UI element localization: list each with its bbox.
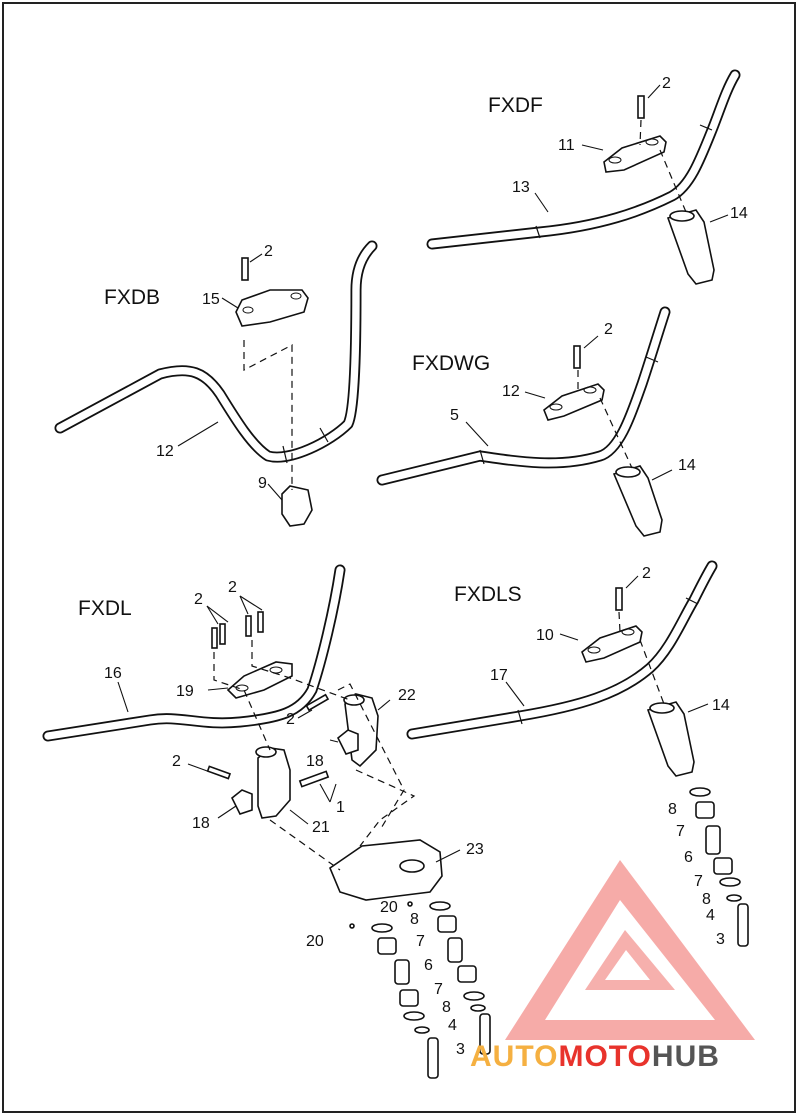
callout-fxdls-bolt: 2 [642, 565, 651, 582]
callout-fxdl-stack-6: 6 [424, 957, 433, 974]
fxdb-handlebar [54, 240, 378, 463]
fxdwg-riser [612, 465, 663, 537]
fxdl-plug-b [349, 923, 355, 929]
fxdl-bolt-c [206, 765, 232, 780]
callout-fxdls-clamp: 10 [536, 627, 554, 644]
callout-fxdb-bolt: 2 [264, 243, 273, 260]
callout-fxdls-stack-8b: 8 [702, 891, 711, 908]
callout-fxdls-riser: 14 [712, 697, 730, 714]
callout-fxdl-stack-3: 3 [456, 1041, 465, 1058]
fxdb-bolt [241, 257, 249, 281]
fxdl-riser-left [257, 747, 291, 819]
fxdl-bolt-d [305, 693, 330, 712]
callout-fxdls-stack-7b: 7 [694, 873, 703, 890]
fxdl-clamp [226, 661, 293, 699]
fxdl-cap-right [336, 729, 359, 755]
callout-fxdl-stack-8b: 8 [442, 999, 451, 1016]
callout-fxdl-stud: 1 [336, 799, 345, 816]
callout-fxdl-bar: 16 [104, 665, 122, 682]
callout-fxdls-stack-3: 3 [716, 931, 725, 948]
callout-fxdb-clamp: 15 [202, 291, 220, 308]
callout-fxdls-stack-6: 6 [684, 849, 693, 866]
callout-fxdls-stack-8a: 8 [668, 801, 677, 818]
callout-fxdf-clamp: 11 [558, 137, 575, 154]
callout-fxdl-bolt-a: 2 [194, 591, 203, 608]
fxdls-isolator-stack [689, 787, 749, 947]
callout-fxdl-stack-7a: 7 [416, 933, 425, 950]
model-label-fxdf: FXDF [488, 94, 543, 117]
model-label-fxdls: FXDLS [454, 583, 522, 606]
fxdls-bolt [615, 587, 623, 611]
fxdl-plug-a [407, 901, 413, 907]
fxdf-riser [666, 209, 715, 285]
fxdl-bolt-b [245, 615, 252, 637]
fxdf-bolt [637, 95, 645, 119]
callout-fxdl-plug-b: 20 [306, 933, 324, 950]
watermark-text: AUTOMOTOHUB [470, 1040, 720, 1073]
callout-fxdl-bolt-c: 2 [172, 753, 181, 770]
watermark-auto: AUTO [470, 1040, 558, 1073]
fxdls-clamp [581, 625, 643, 663]
fxdwg-assembly [376, 306, 673, 537]
fxdb-assembly [54, 240, 378, 527]
model-label-fxdwg: FXDWG [412, 352, 490, 375]
callout-fxdl-cap-left: 18 [192, 815, 210, 832]
callout-fxdf-bar: 13 [512, 179, 530, 196]
callout-fxdls-stack-7a: 7 [676, 823, 685, 840]
model-labels: FXDF FXDB FXDWG FXDL FXDLS [78, 94, 543, 620]
model-label-fxdb: FXDB [104, 286, 160, 309]
watermark-hub: HUB [652, 1040, 720, 1073]
callout-fxdl-riser-right: 22 [398, 687, 416, 704]
callout-fxdb-riser: 9 [258, 475, 267, 492]
callout-fxdls-bar: 17 [490, 667, 508, 684]
callout-fxdwg-clamp: 12 [502, 383, 520, 400]
watermark-logo-icon [505, 860, 755, 1040]
fxdwg-clamp [543, 383, 605, 421]
fxdf-clamp [603, 135, 667, 173]
callout-fxdl-clamp: 19 [176, 683, 194, 700]
callout-fxdf-bolt: 2 [662, 75, 671, 92]
model-label-fxdl: FXDL [78, 597, 132, 620]
fxdf-assembly [426, 69, 741, 285]
fxdl-base [329, 839, 443, 901]
fxdb-clamp [235, 289, 309, 327]
fxdl-stud [298, 770, 330, 788]
fxdl-isolator-stack [371, 901, 491, 1079]
fxdls-riser [646, 701, 695, 777]
callout-fxdl-bolt-b: 2 [228, 579, 237, 596]
callout-fxdb-bar: 12 [156, 443, 174, 460]
watermark-moto: MOTO [558, 1040, 651, 1073]
fxdls-assembly [406, 560, 749, 947]
callout-fxdl-stack-4: 4 [448, 1017, 457, 1034]
callout-fxdl-base: 23 [466, 841, 484, 858]
callout-fxdls-stack-4: 4 [706, 907, 715, 924]
fxdb-riser [281, 485, 313, 527]
callout-fxdf-riser: 14 [730, 205, 748, 222]
callout-fxdl-cap-right: 18 [306, 753, 324, 770]
fxdl-assembly [42, 564, 491, 1079]
callout-fxdwg-bolt: 2 [604, 321, 613, 338]
callout-fxdwg-riser: 14 [678, 457, 696, 474]
callout-fxdwg-bar: 5 [450, 407, 459, 424]
callout-fxdl-stack-7b: 7 [434, 981, 443, 998]
callout-fxdl-riser-left: 21 [312, 819, 330, 836]
fxdl-bolt-a [211, 627, 218, 649]
fxdl-cap-left [230, 789, 253, 815]
fxdwg-handlebar [376, 306, 671, 486]
callout-fxdl-plug-a: 20 [380, 899, 398, 916]
callout-labels: 2 11 13 14 2 15 12 9 2 12 5 14 2 2 19 16… [104, 75, 748, 1058]
callout-fxdl-bolt-d: 2 [286, 711, 295, 728]
callout-fxdl-stack-8a: 8 [410, 911, 419, 928]
fxdwg-bolt [573, 345, 581, 369]
